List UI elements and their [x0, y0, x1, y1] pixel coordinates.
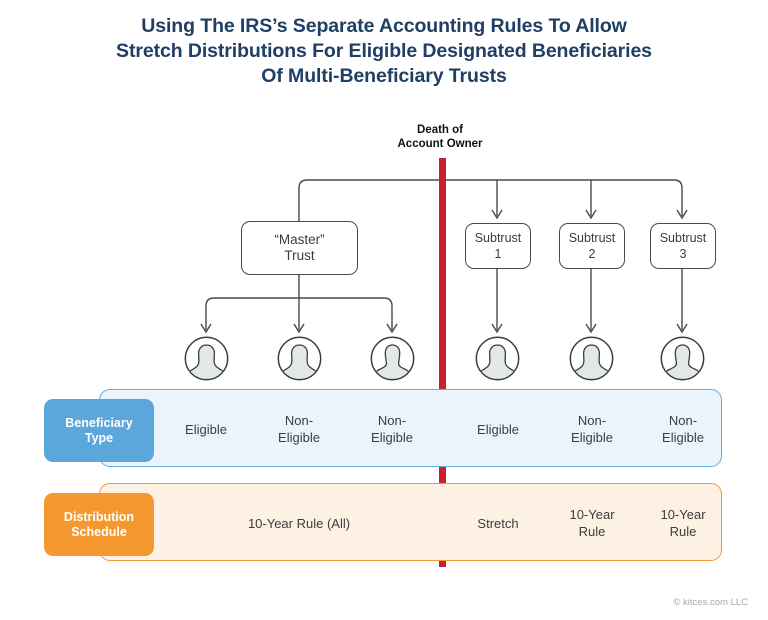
beneficiary-type-cell-2-line-1: Non-	[284, 413, 314, 428]
arrow-subtrust-2	[585, 209, 597, 220]
person-female-icon	[184, 336, 229, 381]
beneficiary-type-label-line-1: Beneficiary	[65, 415, 133, 430]
beneficiary-type-cell-4: Eligible	[453, 421, 543, 438]
distribution-schedule-badge: Distribution Schedule	[44, 493, 154, 556]
arrow-beneficiary-2	[293, 323, 305, 334]
arrow-beneficiary-4	[491, 323, 503, 334]
distribution-schedule-cell-3: 10-Year Rule	[547, 506, 637, 540]
subtrust-1-line-2: 1	[494, 247, 502, 261]
beneficiary-type-cell-3-line-2: Eligible	[371, 430, 413, 445]
person-female-icon	[277, 336, 322, 381]
beneficiary-type-cell-6: Non- Eligible	[638, 412, 728, 446]
subtrust-2-line-1: Subtrust	[568, 231, 616, 245]
death-of-account-owner-divider	[439, 158, 446, 567]
distribution-schedule-panel	[99, 483, 722, 561]
distribution-schedule-cell-3-line-2: Rule	[578, 524, 606, 539]
master-trust-box[interactable]: “Master” Trust	[241, 221, 358, 275]
subtrust-2-box[interactable]: Subtrust 2	[559, 223, 625, 269]
title-line-3: Of Multi-Beneficiary Trusts	[261, 65, 507, 87]
page-title: Using The IRS’s Separate Accounting Rule…	[0, 14, 768, 89]
beneficiary-type-cell-1-line-1: Eligible	[185, 422, 227, 437]
person-male-icon	[370, 336, 415, 381]
beneficiary-type-label-line-2: Type	[84, 430, 114, 445]
distribution-schedule-cell-2-line-1: Stretch	[477, 516, 519, 531]
distribution-schedule-label-line-1: Distribution	[63, 509, 135, 524]
arrow-subtrust-3	[676, 209, 688, 220]
arrow-subtrust-1	[491, 209, 503, 220]
distribution-schedule-cell-1-line-1: 10-Year Rule (All)	[247, 516, 351, 531]
distribution-schedule-cell-2: Stretch	[453, 515, 543, 532]
beneficiary-type-cell-4-line-1: Eligible	[477, 422, 519, 437]
subtrust-2-line-2: 2	[588, 247, 596, 261]
arrow-beneficiary-1	[200, 323, 212, 334]
wire-top-bus	[298, 179, 683, 221]
beneficiary-type-badge: Beneficiary Type	[44, 399, 154, 462]
title-line-1: Using The IRS’s Separate Accounting Rule…	[141, 15, 627, 37]
subtrust-3-box[interactable]: Subtrust 3	[650, 223, 716, 269]
master-trust-line-1: “Master”	[274, 232, 325, 247]
copyright-footer: © kitces.com LLC	[673, 597, 748, 608]
distribution-schedule-cell-3-line-1: 10-Year	[569, 507, 615, 522]
subtrust-1-line-1: Subtrust	[474, 231, 522, 245]
person-female-icon	[569, 336, 614, 381]
arrow-beneficiary-5	[585, 323, 597, 334]
arrow-beneficiary-6	[676, 323, 688, 334]
beneficiary-type-cell-3: Non- Eligible	[346, 412, 438, 446]
subtrust-3-line-2: 3	[679, 247, 687, 261]
distribution-schedule-cell-4-line-1: 10-Year	[660, 507, 706, 522]
beneficiary-type-cell-2: Non- Eligible	[253, 412, 345, 446]
distribution-schedule-label-line-2: Schedule	[71, 524, 127, 539]
distribution-schedule-cell-1: 10-Year Rule (All)	[160, 515, 438, 532]
death-label-line-1: Death of	[417, 124, 463, 136]
death-label-line-2: Account Owner	[397, 138, 483, 150]
distribution-schedule-cell-4-line-2: Rule	[669, 524, 697, 539]
master-trust-line-2: Trust	[284, 248, 315, 263]
beneficiary-type-cell-2-line-2: Eligible	[278, 430, 320, 445]
person-female-icon	[475, 336, 520, 381]
distribution-schedule-cell-4: 10-Year Rule	[638, 506, 728, 540]
beneficiary-type-cell-3-line-1: Non-	[377, 413, 407, 428]
beneficiary-type-cell-5-line-1: Non-	[577, 413, 607, 428]
beneficiary-type-panel	[99, 389, 722, 467]
beneficiary-type-cell-5-line-2: Eligible	[571, 430, 613, 445]
subtrust-3-line-1: Subtrust	[659, 231, 707, 245]
beneficiary-type-cell-5: Non- Eligible	[547, 412, 637, 446]
subtrust-1-box[interactable]: Subtrust 1	[465, 223, 531, 269]
beneficiary-type-cell-1: Eligible	[160, 421, 252, 438]
arrow-beneficiary-3	[386, 323, 398, 334]
death-of-account-owner-label: Death of Account Owner	[368, 123, 512, 151]
title-line-2: Stretch Distributions For Eligible Desig…	[116, 40, 652, 62]
beneficiary-type-cell-6-line-1: Non-	[668, 413, 698, 428]
person-male-icon	[660, 336, 705, 381]
beneficiary-type-cell-6-line-2: Eligible	[662, 430, 704, 445]
